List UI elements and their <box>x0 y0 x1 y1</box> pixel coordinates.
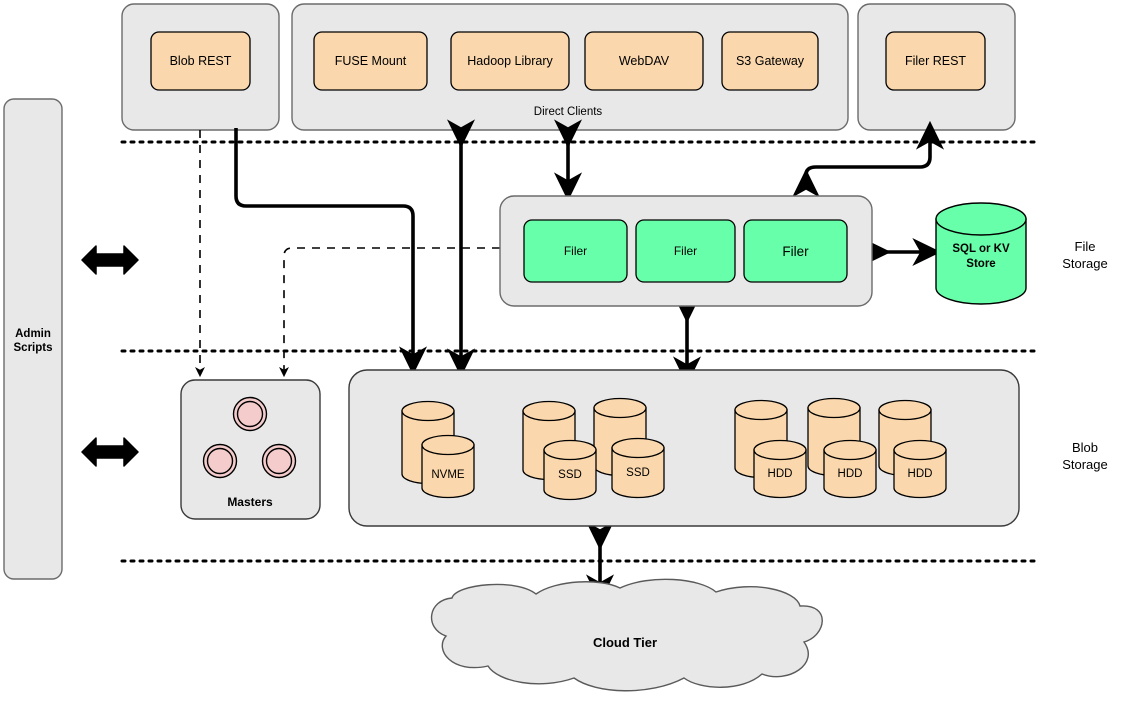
cloud-tier-node[interactable]: Cloud Tier <box>430 578 823 692</box>
ssd-label-b: SSD <box>626 467 650 479</box>
edge-filer-to-masters <box>279 247 500 378</box>
blob-storage-label-line2: Storage <box>1062 457 1108 472</box>
filer-node-2-label: Filer <box>674 244 697 258</box>
filer-rest-label: Filer REST <box>905 54 966 68</box>
blob-rest-node[interactable]: Blob REST <box>150 31 251 91</box>
masters-group: Masters <box>180 379 321 520</box>
blob-storage-label: Blob Storage <box>1062 440 1108 472</box>
hdd-label-a: HDD <box>768 468 793 480</box>
metastore-label-line1: SQL or KV <box>952 243 1010 255</box>
master-node-1[interactable] <box>232 396 268 432</box>
s3-gateway-node[interactable]: S3 Gateway <box>721 31 819 91</box>
cloud-tier-label: Cloud Tier <box>593 635 657 650</box>
filer-group: Filer Filer Filer <box>499 195 873 307</box>
masters-label: Masters <box>227 495 273 509</box>
blob-rest-group: Blob REST <box>121 3 280 131</box>
ssd-disk-front-left: SSD <box>543 439 597 501</box>
file-storage-label: File Storage <box>1062 239 1108 271</box>
metastore-cylinder[interactable]: SQL or KV Store <box>935 202 1027 305</box>
ssd-label-a: SSD <box>558 469 582 481</box>
master-node-3[interactable] <box>261 443 297 479</box>
file-storage-label-line1: File <box>1075 239 1096 254</box>
volume-servers-group: NVME SSD SSD <box>348 369 1020 527</box>
admin-scripts-panel[interactable]: Admin Scripts <box>3 98 63 580</box>
nvme-cluster[interactable]: NVME <box>401 400 475 499</box>
hdd-disk-front-2: HDD <box>823 439 877 499</box>
hdd-label-c: HDD <box>908 468 933 480</box>
admin-scripts-label-line2: Scripts <box>14 342 53 354</box>
master-node-2[interactable] <box>202 443 238 479</box>
webdav-label: WebDAV <box>619 54 670 68</box>
hdd-disk-front-1: HDD <box>753 439 807 499</box>
filer-node-1-label: Filer <box>564 244 587 258</box>
filer-node-3[interactable]: Filer <box>743 219 848 283</box>
direct-clients-caption: Direct Clients <box>534 106 603 118</box>
filer-rest-group: Filer REST <box>857 3 1016 131</box>
fuse-mount-node[interactable]: FUSE Mount <box>313 31 428 91</box>
blob-rest-label: Blob REST <box>170 54 232 68</box>
nvme-disk-front: NVME <box>421 434 475 499</box>
ssd-cluster[interactable]: SSD SSD <box>522 397 665 501</box>
hdd-label-b: HDD <box>838 468 863 480</box>
blob-storage-label-line1: Blob <box>1072 440 1098 455</box>
file-storage-label-line2: Storage <box>1062 256 1108 271</box>
webdav-node[interactable]: WebDAV <box>584 31 704 91</box>
fuse-mount-label: FUSE Mount <box>335 54 407 68</box>
ssd-disk-front-right: SSD <box>611 437 665 499</box>
admin-to-blob-double-arrow-icon <box>81 437 139 467</box>
filer-node-1[interactable]: Filer <box>523 219 628 283</box>
hadoop-library-node[interactable]: Hadoop Library <box>450 31 570 91</box>
metastore-label-line2: Store <box>966 258 995 270</box>
filer-rest-node[interactable]: Filer REST <box>885 31 986 91</box>
hdd-cluster[interactable]: HDD HDD HDD <box>734 397 947 499</box>
edge-filer-rest-to-filers <box>791 120 945 198</box>
admin-scripts-label-line1: Admin <box>15 328 51 340</box>
direct-clients-group: FUSE Mount Hadoop Library WebDAV S3 Gate… <box>291 3 849 131</box>
filer-node-3-label: Filer <box>782 244 809 259</box>
edge-blob-rest-to-volumes <box>234 128 428 376</box>
nvme-label: NVME <box>431 469 465 481</box>
filer-node-2[interactable]: Filer <box>635 219 736 283</box>
hadoop-library-label: Hadoop Library <box>467 54 553 68</box>
s3-gateway-label: S3 Gateway <box>736 54 805 68</box>
admin-to-filer-double-arrow-icon <box>81 245 139 275</box>
hdd-disk-front-3: HDD <box>893 439 947 499</box>
